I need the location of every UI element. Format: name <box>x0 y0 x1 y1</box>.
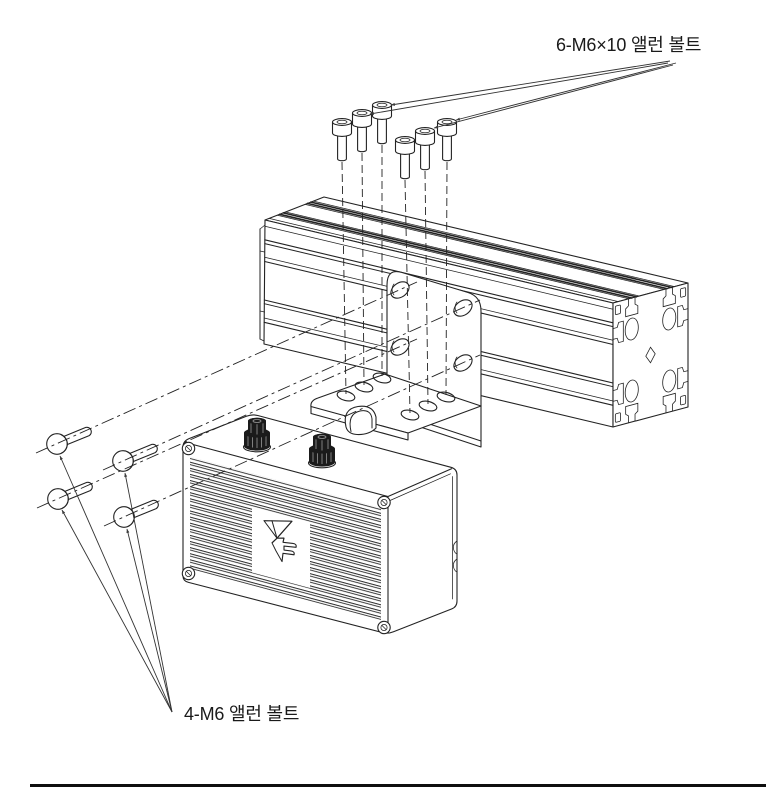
callout-top-bolts: 6-M6×10 앨런 볼트 <box>556 35 702 55</box>
allen-bolt <box>351 109 373 153</box>
callout-side-bolts: 4-M6 앨런 볼트 <box>184 704 300 724</box>
allen-bolt <box>394 136 416 180</box>
mounting-bracket <box>310 271 482 448</box>
bolt-centerlines-vertical <box>341 145 448 414</box>
footer-divider <box>30 784 766 787</box>
allen-bolts-top <box>331 101 458 180</box>
device-side-notches <box>452 540 458 573</box>
allen-bolt <box>371 101 393 145</box>
device-connector-2 <box>307 433 337 469</box>
controller-device <box>181 414 458 635</box>
device-connector-1 <box>242 417 272 453</box>
allen-bolt <box>414 127 436 171</box>
allen-bolts-side <box>46 426 159 528</box>
bracket-edge-clip <box>344 405 377 436</box>
extrusion-profile-section <box>613 283 688 427</box>
leader-lines-top <box>369 60 677 129</box>
bracket-plate-holes <box>336 372 456 421</box>
extrusion-left-end <box>259 224 266 342</box>
device-logo <box>263 520 297 563</box>
allen-bolt <box>331 118 353 162</box>
extrusion-top-slots <box>268 200 675 302</box>
device-heatsink-fins <box>190 456 381 621</box>
bolt-centerlines-side <box>35 281 481 527</box>
leader-lines-bottom <box>59 455 173 713</box>
device-corner-screws <box>181 441 391 635</box>
extrusion-end-face <box>612 282 689 428</box>
